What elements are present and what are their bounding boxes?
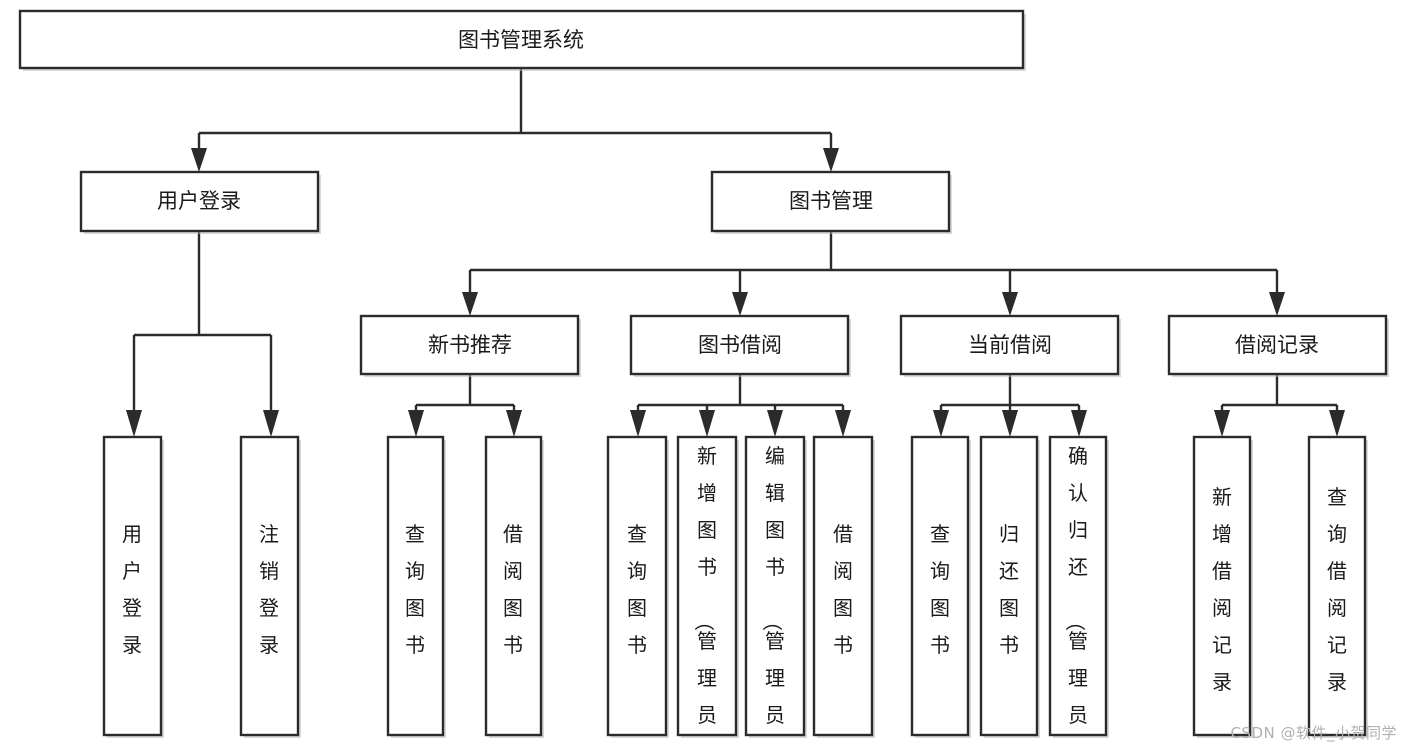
arrow-leaf-query-record [1329, 410, 1345, 437]
leaf-logout-box[interactable] [239, 435, 300, 737]
node-leaf-query-book-2[interactable]: 查询图书 [606, 435, 669, 738]
arrow-to-new-book-rec [462, 292, 478, 316]
arrow-leaf-query-book-3 [933, 410, 949, 437]
book-manage-label: 图书管理 [789, 189, 873, 213]
node-leaf-user-login[interactable]: 用户登录 [102, 435, 164, 738]
leaf-query-record-box[interactable] [1307, 435, 1367, 737]
book-manage-box[interactable] [710, 170, 951, 233]
leaf-query-record-label: 查询借阅记录 [1327, 485, 1347, 694]
arrow-leaf-borrow-book-1 [506, 410, 522, 437]
leaf-return-book-label: 归还图书 [999, 522, 1019, 657]
arrow-to-book-manage [823, 148, 839, 172]
node-book-manage[interactable]: 图书管理 [710, 170, 952, 234]
leaf-add-book-box[interactable] [676, 435, 738, 737]
leaf-query-book-1-label: 查询图书 [405, 522, 425, 657]
borrow-record-label: 借阅记录 [1235, 333, 1319, 357]
root-box[interactable] [18, 9, 1025, 70]
leaf-user-login-box[interactable] [102, 435, 163, 737]
leaf-add-record-label: 新增借阅记录 [1212, 485, 1232, 694]
leaf-confirm-return-box[interactable] [1048, 435, 1108, 737]
arrow-leaf-user-login [126, 410, 142, 437]
leaf-query-book-3-box[interactable] [910, 435, 970, 737]
root-label: 图书管理系统 [458, 28, 584, 52]
leaf-add-book-label: 新增图书（管理员） [692, 444, 717, 747]
node-root[interactable]: 图书管理系统 [18, 9, 1026, 71]
arrow-to-borrow-record [1269, 292, 1285, 316]
leaf-return-book-box[interactable] [979, 435, 1039, 737]
node-leaf-confirm-return[interactable]: 确认归还（管理员） [1048, 435, 1109, 747]
node-leaf-add-book[interactable]: 新增图书（管理员） [676, 435, 739, 747]
leaf-query-book-3-label: 查询图书 [930, 522, 950, 657]
node-leaf-logout[interactable]: 注销登录 [239, 435, 301, 738]
current-borrow-box[interactable] [899, 314, 1120, 376]
new-book-rec-box[interactable] [359, 314, 580, 376]
node-new-book-rec[interactable]: 新书推荐 [359, 314, 581, 377]
book-borrow-box[interactable] [629, 314, 850, 376]
csdn-watermark: CSDN @软件_小贺同学 [1230, 724, 1397, 742]
book-borrow-label: 图书借阅 [698, 333, 782, 357]
leaf-query-book-2-label: 查询图书 [627, 522, 647, 657]
node-book-borrow[interactable]: 图书借阅 [629, 314, 851, 377]
node-leaf-borrow-book-1[interactable]: 借阅图书 [484, 435, 544, 738]
arrow-leaf-borrow-book-2 [835, 410, 851, 437]
node-current-borrow[interactable]: 当前借阅 [899, 314, 1121, 377]
arrow-to-book-borrow [732, 292, 748, 316]
arrow-to-current-borrow [1002, 292, 1018, 316]
arrow-leaf-query-book-1 [408, 410, 424, 437]
leaf-query-book-2-box[interactable] [606, 435, 668, 737]
arrow-leaf-edit-book [767, 410, 783, 437]
arrow-leaf-query-book-2 [630, 410, 646, 437]
node-leaf-query-record[interactable]: 查询借阅记录 [1307, 435, 1368, 738]
arrow-leaf-return-book [1002, 410, 1018, 437]
leaf-user-login-label: 用户登录 [122, 522, 142, 657]
leaf-edit-book-label: 编辑图书（管理员） [760, 444, 785, 747]
arrow-to-user-login [191, 148, 207, 172]
node-leaf-edit-book[interactable]: 编辑图书（管理员） [744, 435, 807, 747]
leaf-edit-book-box[interactable] [744, 435, 806, 737]
leaf-node-group: 用户登录 注销登录 查询图书 借阅图书 查询图书 [102, 435, 1368, 747]
current-borrow-label: 当前借阅 [968, 333, 1052, 357]
leaf-borrow-book-2-box[interactable] [812, 435, 874, 737]
leaf-query-book-1-box[interactable] [386, 435, 445, 737]
leaf-borrow-book-1-box[interactable] [484, 435, 543, 737]
borrow-record-box[interactable] [1167, 314, 1388, 376]
arrow-leaf-add-book [699, 410, 715, 437]
arrow-leaf-add-record [1214, 410, 1230, 437]
leaf-borrow-book-2-label: 借阅图书 [833, 522, 853, 657]
node-user-login[interactable]: 用户登录 [79, 170, 321, 234]
leaf-borrow-book-1-label: 借阅图书 [503, 522, 523, 657]
node-leaf-borrow-book-2[interactable]: 借阅图书 [812, 435, 875, 738]
node-leaf-add-record[interactable]: 新增借阅记录 [1192, 435, 1253, 738]
leaf-add-record-box[interactable] [1192, 435, 1252, 737]
node-leaf-query-book-3[interactable]: 查询图书 [910, 435, 971, 738]
connector-layer [126, 69, 1345, 437]
arrow-leaf-logout [263, 410, 279, 437]
leaf-logout-label: 注销登录 [259, 522, 279, 657]
leaf-confirm-return-label: 确认归还（管理员） [1063, 444, 1088, 747]
user-login-label: 用户登录 [157, 189, 241, 213]
node-borrow-record[interactable]: 借阅记录 [1167, 314, 1389, 377]
arrow-leaf-confirm-return [1071, 410, 1087, 437]
new-book-rec-label: 新书推荐 [428, 333, 512, 357]
node-leaf-return-book[interactable]: 归还图书 [979, 435, 1040, 738]
node-leaf-query-book-1[interactable]: 查询图书 [386, 435, 446, 738]
user-login-box[interactable] [79, 170, 320, 233]
